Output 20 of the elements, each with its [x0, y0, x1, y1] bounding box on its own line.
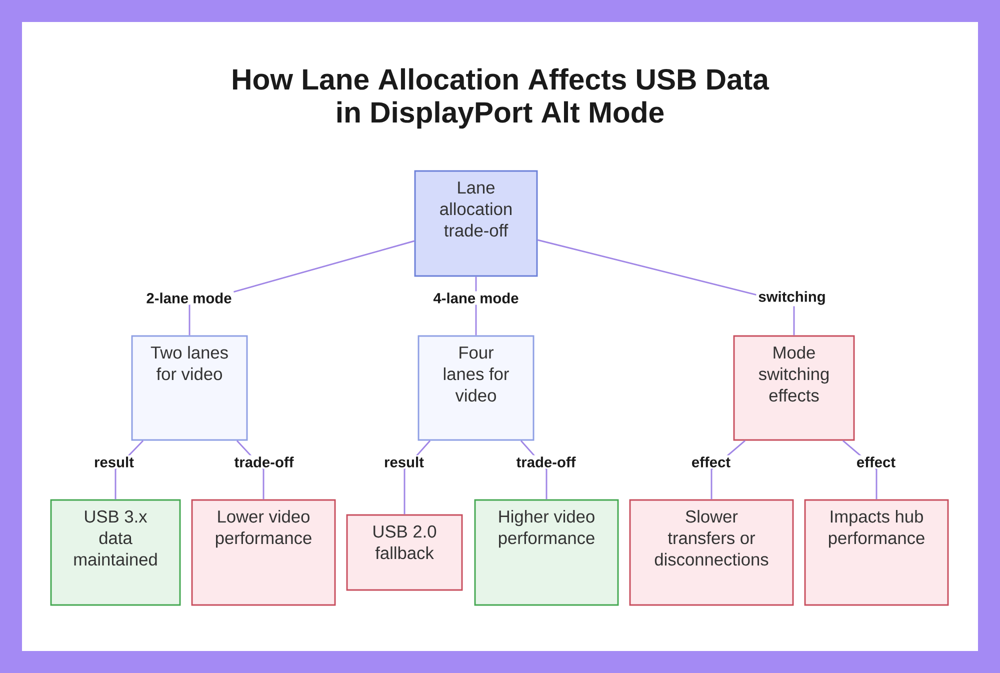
outcome-box: Higher video performance: [474, 499, 619, 606]
outcome-box: USB 2.0 fallback: [346, 514, 463, 591]
edge-label: 4-lane mode: [431, 291, 521, 305]
edge-label: trade-off: [514, 455, 578, 469]
edge-label: result: [92, 455, 136, 469]
edge-label: 2-lane mode: [144, 291, 234, 305]
edge-label: trade-off: [232, 455, 296, 469]
edge-label: switching: [756, 290, 828, 306]
topic-box: Lane allocation trade-off: [414, 170, 538, 277]
effect-box: Mode switching effects: [733, 335, 855, 441]
option-box: Two lanes for video: [131, 335, 248, 441]
outcome-box: Impacts hub performance: [804, 499, 949, 606]
outcome-box: USB 3.x data maintained: [50, 499, 181, 606]
outcome-box: Slower transfers or disconnections: [629, 499, 794, 606]
outcome-box: Lower video performance: [191, 499, 336, 606]
option-box: Four lanes for video: [418, 335, 534, 441]
title: How Lane Allocation Affects USB Data in DisplayPort Alt Mode: [233, 68, 770, 129]
edge-label: effect: [689, 455, 733, 469]
edge-label: effect: [854, 455, 898, 469]
edge-label: result: [382, 455, 426, 469]
